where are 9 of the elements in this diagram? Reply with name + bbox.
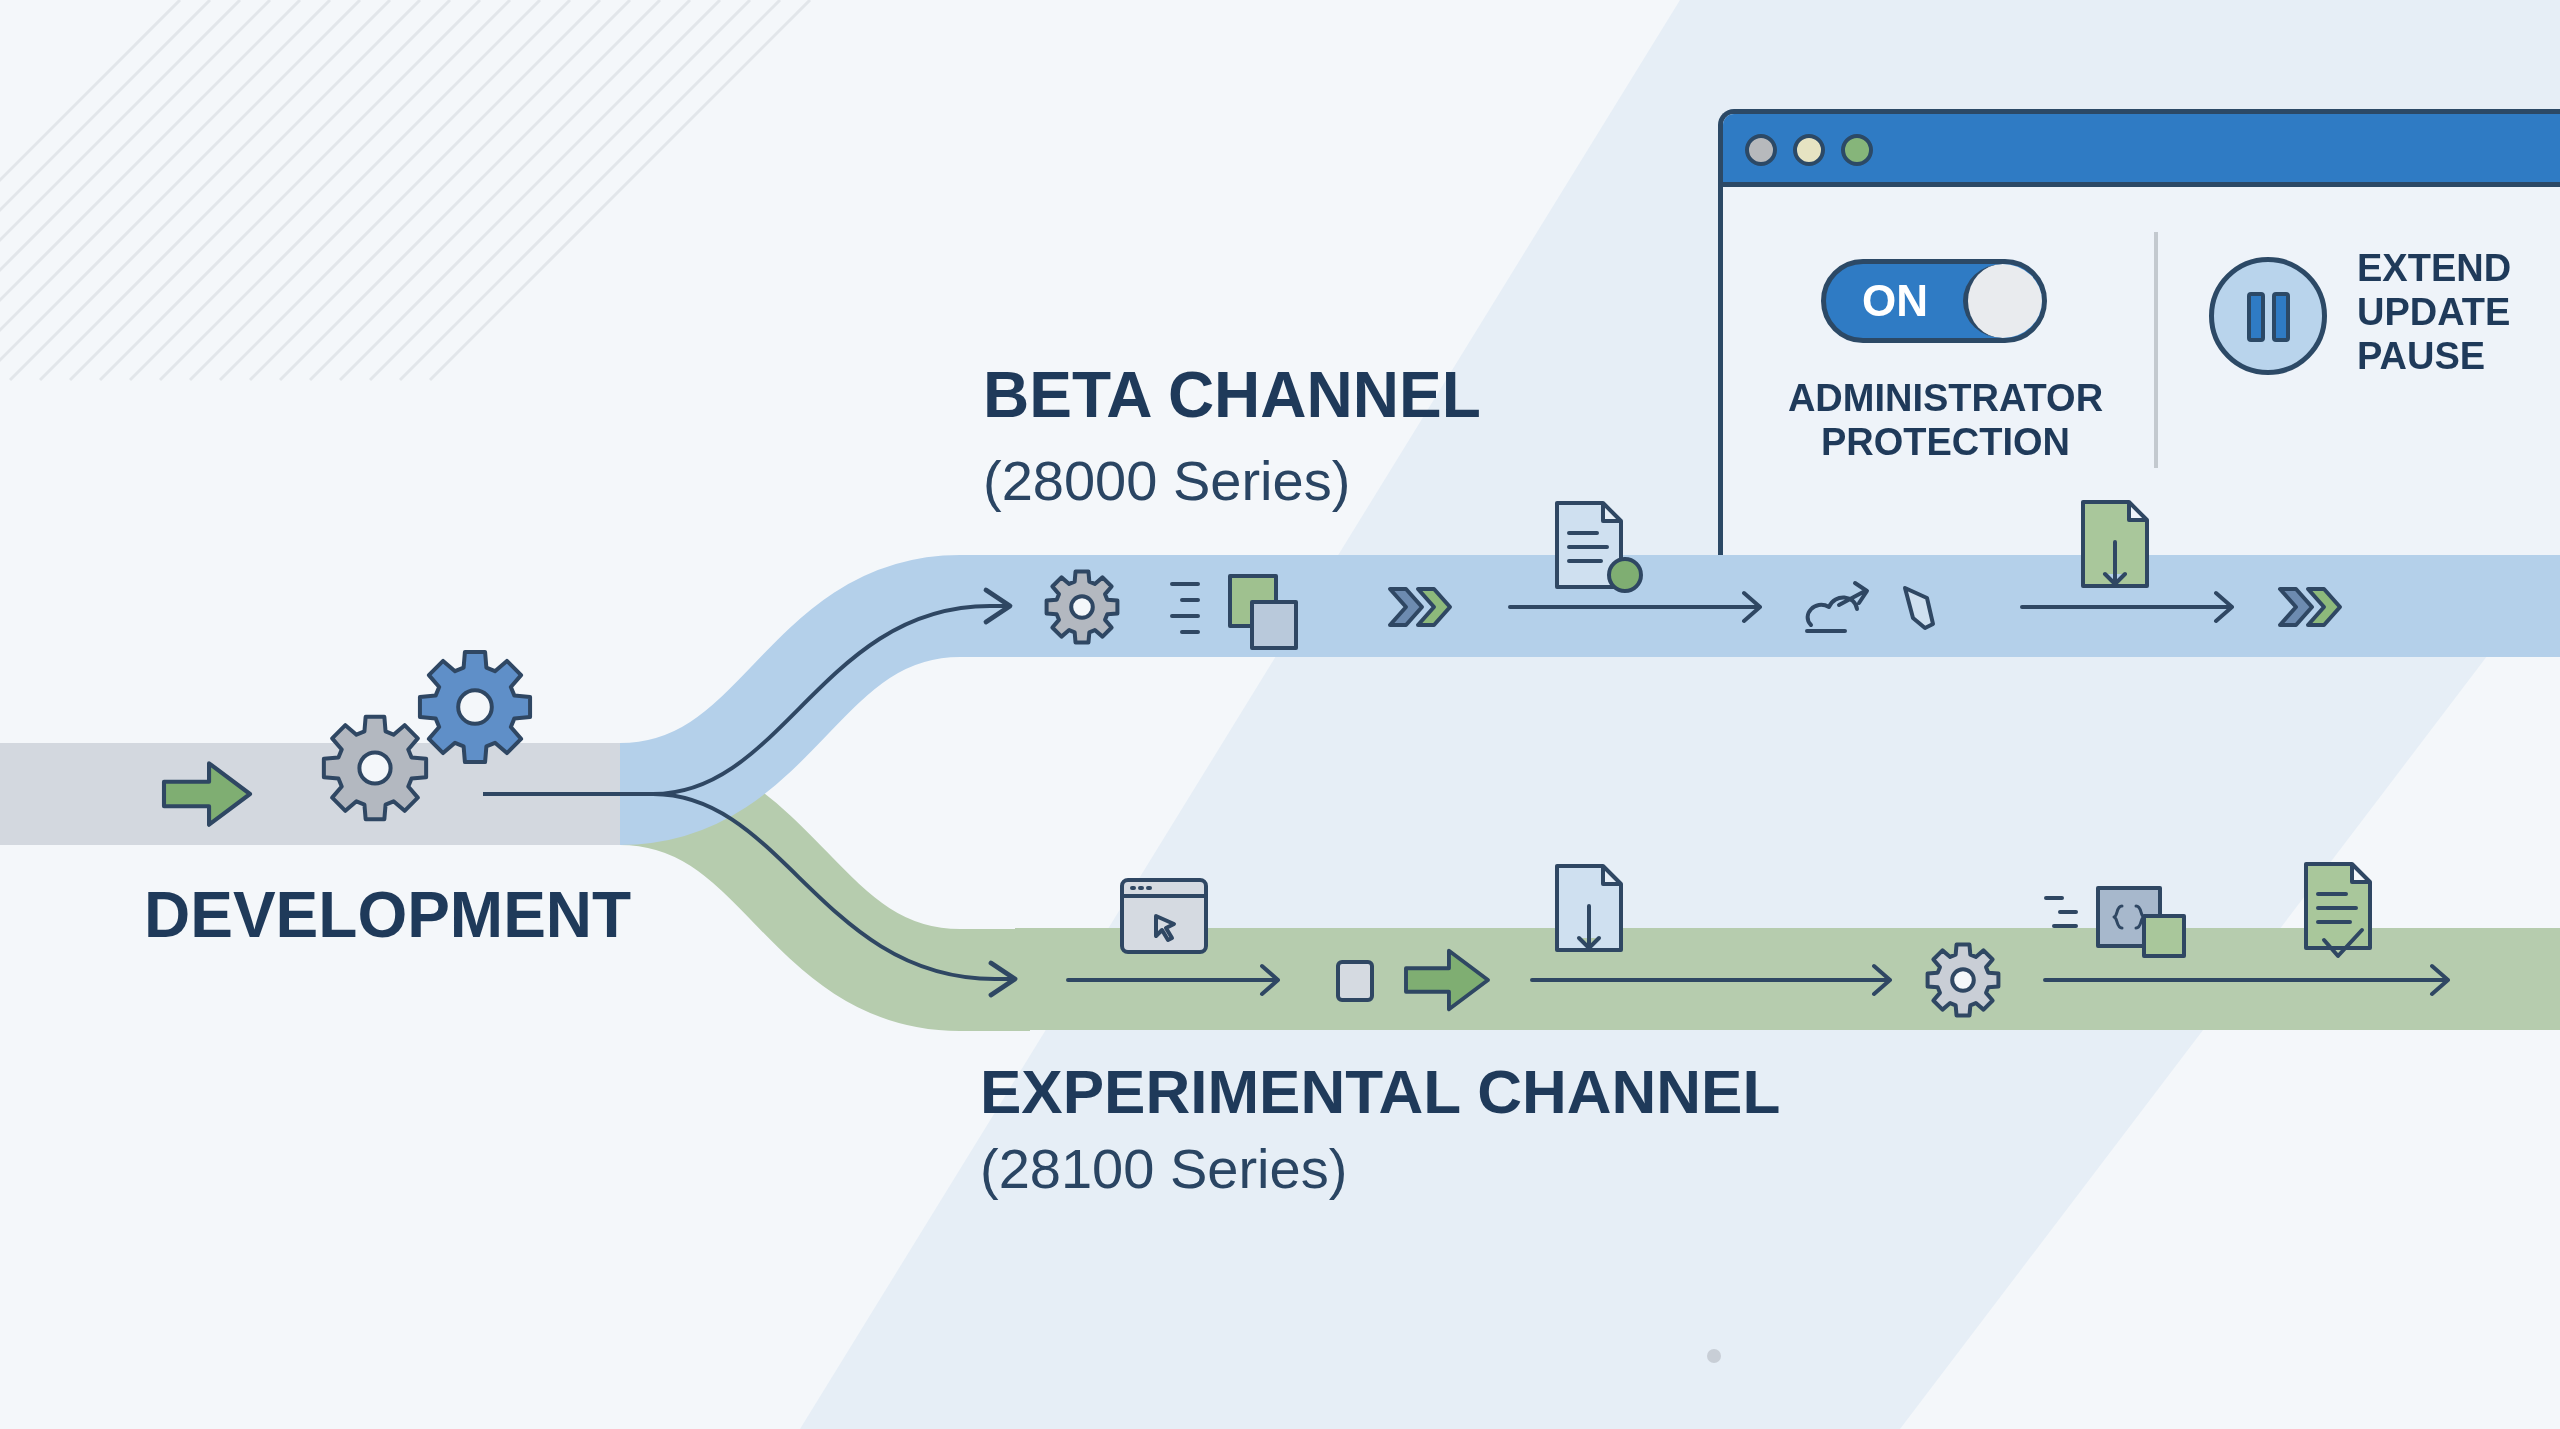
toggle-switch: ON xyxy=(1821,259,2047,343)
series-label: (28100 Series) xyxy=(980,1138,1348,1200)
channel-title: BETA CHANNEL xyxy=(983,360,1481,431)
setting-label: ADMINISTRATOR PROTECTION xyxy=(1786,376,2105,464)
app-window xyxy=(1718,109,2560,555)
channel-title: EXPERIMENTAL CHANNEL xyxy=(980,1058,1781,1127)
channel-title: DEVELOPMENT xyxy=(144,880,632,951)
series-label: (28000 Series) xyxy=(983,450,1351,512)
setting-label: EXTEND UPDATE PAUSE xyxy=(2357,246,2513,378)
